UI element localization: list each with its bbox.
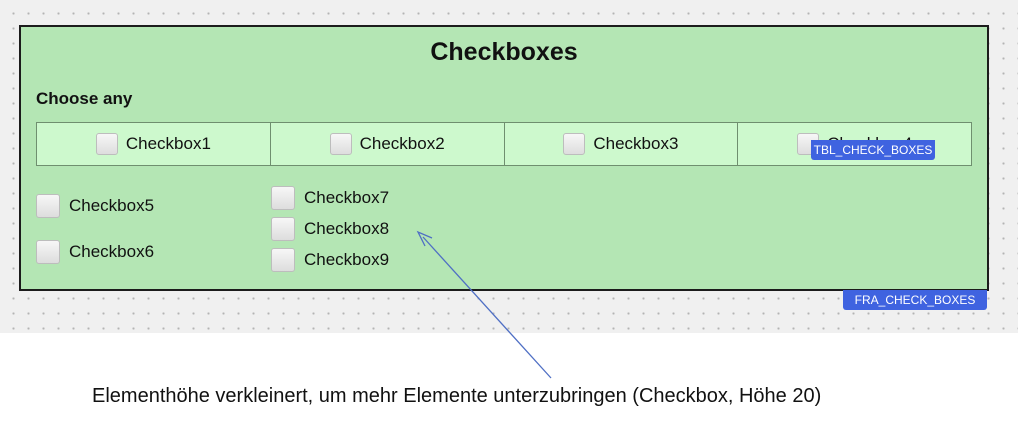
checkbox5-label: Checkbox5 xyxy=(69,196,155,215)
checkbox2-box[interactable] xyxy=(329,133,352,155)
choose-any-label: Choose any xyxy=(36,89,133,108)
checkbox9-box[interactable] xyxy=(271,248,295,272)
checkbox5[interactable]: Checkbox5 xyxy=(36,194,154,218)
frame-name-tag[interactable]: FRA_CHECK_BOXES xyxy=(843,290,987,310)
table-name-tag[interactable]: TBL_CHECK_BOXES xyxy=(811,140,935,160)
check-boxes-table[interactable]: Checkbox1 Checkbox2 Checkbox3 Checkbox4 xyxy=(36,122,972,166)
checkbox5-box[interactable] xyxy=(36,194,60,218)
checkbox8[interactable]: Checkbox8 xyxy=(271,217,389,241)
table-cell-checkbox1[interactable]: Checkbox1 xyxy=(37,123,271,165)
checkbox6[interactable]: Checkbox6 xyxy=(36,240,154,264)
checkbox6-box[interactable] xyxy=(36,240,60,264)
checkbox7-box[interactable] xyxy=(271,186,295,210)
checkbox9-label: Checkbox9 xyxy=(304,250,390,269)
checkbox3-label: Checkbox3 xyxy=(593,134,679,153)
table-cell-checkbox3[interactable]: Checkbox3 xyxy=(503,123,739,165)
checkbox8-box[interactable] xyxy=(271,217,295,241)
table-cell-checkbox2[interactable]: Checkbox2 xyxy=(269,123,505,165)
checkbox7-label: Checkbox7 xyxy=(304,188,390,207)
frame-title: Checkboxes xyxy=(430,38,578,66)
checkbox8-label: Checkbox8 xyxy=(304,219,390,238)
annotation-text: Elementhöhe verkleinert, um mehr Element… xyxy=(92,385,822,407)
checkbox1-box[interactable] xyxy=(95,133,118,155)
checkbox3-box[interactable] xyxy=(563,133,586,155)
checkbox2-label: Checkbox2 xyxy=(359,134,445,153)
checkbox7[interactable]: Checkbox7 xyxy=(271,186,389,210)
checkbox1-label: Checkbox1 xyxy=(125,134,211,153)
design-canvas: Checkboxes Choose any Checkbox1 Checkbox… xyxy=(0,0,1018,333)
checkbox6-label: Checkbox6 xyxy=(69,242,155,261)
checkbox9[interactable]: Checkbox9 xyxy=(271,248,389,272)
